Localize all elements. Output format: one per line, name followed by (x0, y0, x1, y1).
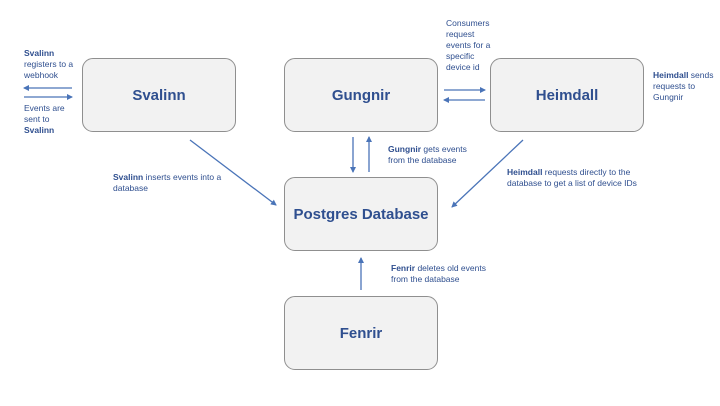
note-consumers-request-text: Consumers request events for a specific … (446, 18, 491, 72)
note-fenrir-deletes-bold: Fenrir (391, 263, 416, 273)
svalinn-label: Svalinn (132, 86, 186, 104)
gungnir-label: Gungnir (331, 86, 391, 104)
note-consumers-request: Consumers request events for a specific … (446, 18, 494, 73)
note-heimdall-requests: Heimdall requests directly to the databa… (507, 167, 645, 189)
note-gungnir-gets-bold: Gungnir (388, 144, 422, 154)
arrow-heimdall-to-postgres (451, 139, 524, 208)
fenrir-label: Fenrir (339, 324, 383, 342)
postgres-database-label: Postgres Database (293, 205, 429, 223)
note-heimdall-sends-text: sends requests to Gungnir (653, 70, 714, 102)
note-gungnir-gets-text: gets events from the database (388, 144, 467, 165)
note-heimdall-requests-text: requests directly to the database to get… (507, 167, 637, 188)
gungnir-box: Gungnir (284, 58, 438, 132)
note-svalinn-inserts-text: inserts events into a database (113, 172, 222, 193)
note-svalinn-inserts-bold: Svalinn (113, 172, 144, 182)
note-fenrir-deletes: Fenrir deletes old events from the datab… (391, 263, 489, 285)
heimdall-label: Heimdall (535, 86, 599, 104)
note-fenrir-deletes-text: deletes old events from the database (391, 263, 486, 284)
note-svalinn-inserts: Svalinn inserts events into a database (113, 172, 225, 194)
note-svalinn-registers-bold: Svalinn (24, 48, 55, 58)
svalinn-box: Svalinn (82, 58, 236, 132)
fenrir-box: Fenrir (284, 296, 438, 370)
note-gungnir-gets: Gungnir gets events from the database (388, 144, 478, 166)
note-svalinn-registers-text: registers to a webhook (24, 59, 74, 80)
note-heimdall-sends-bold: Heimdall (653, 70, 689, 80)
note-heimdall-sends: Heimdall sends requests to Gungnir (653, 70, 719, 103)
postgres-database-box: Postgres Database (284, 177, 438, 251)
note-events-sent-text: Events are sent to (24, 103, 65, 124)
arrow-svalinn-to-postgres (189, 139, 277, 206)
heimdall-box: Heimdall (490, 58, 644, 132)
note-events-sent-bold: Svalinn (24, 125, 55, 135)
note-svalinn-registers: Svalinn registers to a webhook (24, 48, 80, 81)
note-heimdall-requests-bold: Heimdall (507, 167, 543, 177)
note-events-sent: Events are sent to Svalinn (24, 103, 76, 136)
